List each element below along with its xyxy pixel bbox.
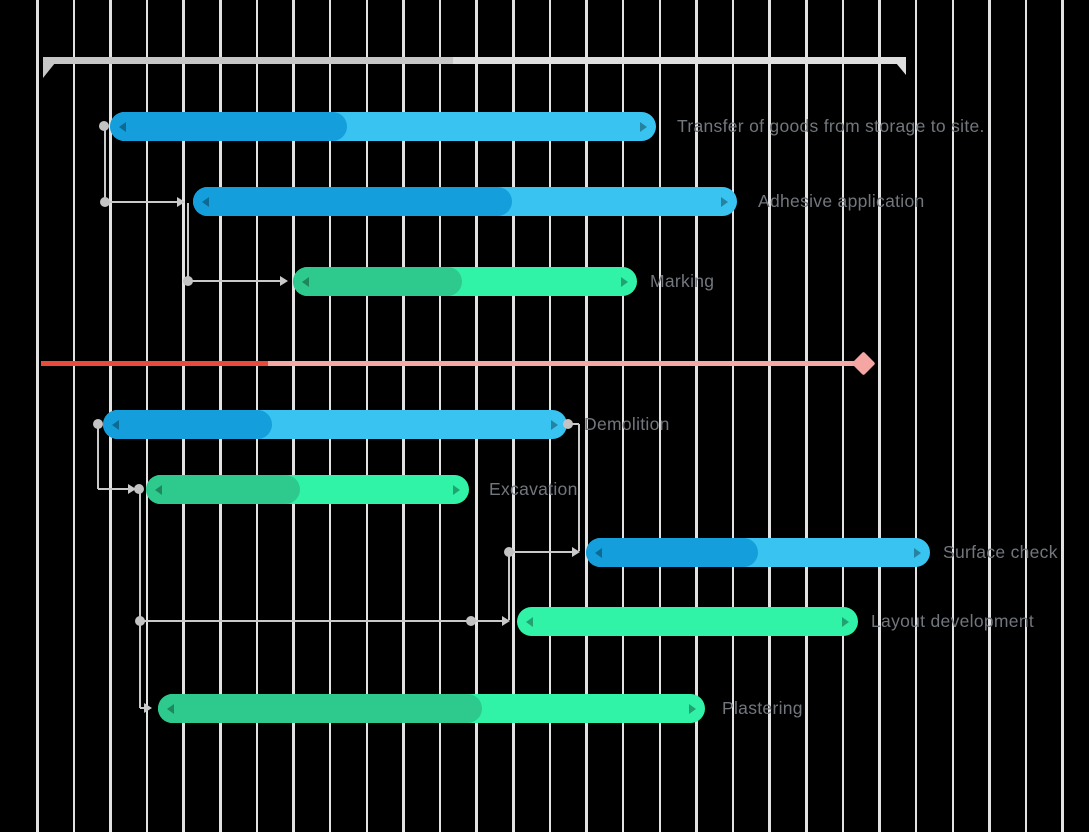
summary-end-bracket-icon [896, 63, 906, 75]
dependency-arrow-icon [502, 616, 510, 626]
task-bar[interactable] [158, 694, 705, 723]
task-progress [110, 112, 347, 141]
bar-resize-left-icon[interactable] [302, 277, 309, 287]
link-handle-dot[interactable] [563, 419, 573, 429]
dependency-arrow-icon [280, 276, 288, 286]
project-summary-progress [43, 57, 453, 64]
link-handle-dot[interactable] [466, 616, 476, 626]
dependency-arrow-icon [572, 547, 580, 557]
task-bar[interactable] [146, 475, 469, 504]
task-progress [586, 538, 758, 567]
link-handle-dot[interactable] [93, 419, 103, 429]
link-handle-dot[interactable] [504, 547, 514, 557]
bar-resize-right-icon[interactable] [842, 617, 849, 627]
task-bar[interactable] [110, 112, 656, 141]
calendar-gridline [695, 0, 698, 832]
calendar-gridline [72, 0, 76, 832]
calendar-gridline [805, 0, 808, 832]
bar-resize-right-icon[interactable] [621, 277, 628, 287]
dependency-link-line [139, 489, 141, 708]
link-handle-dot[interactable] [134, 484, 144, 494]
calendar-gridline [988, 0, 991, 832]
calendar-gridline [731, 0, 735, 832]
task-label: Adhesive application [758, 191, 925, 211]
task-progress [103, 410, 272, 439]
project-summary-bar[interactable] [43, 57, 906, 64]
dependency-link-line [578, 424, 580, 551]
bar-resize-left-icon[interactable] [526, 617, 533, 627]
calendar-gridline [768, 0, 771, 832]
task-label: Layout development [871, 611, 1035, 631]
dependency-link-line [98, 488, 134, 490]
calendar-gridline [951, 0, 954, 832]
dependency-link-line [188, 280, 286, 282]
task-label: Transfer of goods from storage to site. [677, 116, 985, 136]
calendar-gridline [621, 0, 625, 832]
task-label: Demolition [584, 414, 670, 434]
link-handle-dot[interactable] [99, 121, 109, 131]
bar-resize-right-icon[interactable] [689, 704, 696, 714]
task-progress [193, 187, 512, 216]
calendar-gridline [841, 0, 845, 832]
task-label: Marking [650, 271, 715, 291]
task-bar[interactable] [586, 538, 930, 567]
task-progress [146, 475, 300, 504]
dependency-arrow-icon [177, 197, 185, 207]
dependency-link-line [97, 424, 99, 489]
calendar-gridline [878, 0, 881, 832]
bar-resize-right-icon[interactable] [551, 420, 558, 430]
dependency-link-line [140, 620, 507, 622]
dependency-arrow-icon [144, 703, 152, 713]
calendar-gridline [914, 0, 918, 832]
calendar-gridline [1024, 0, 1028, 832]
link-handle-dot[interactable] [135, 616, 145, 626]
deadline-line-elapsed [41, 360, 268, 366]
task-progress [293, 267, 462, 296]
task-label: Plastering [722, 698, 803, 718]
bar-resize-left-icon[interactable] [155, 485, 162, 495]
task-progress [158, 694, 482, 723]
bar-resize-left-icon[interactable] [119, 122, 126, 132]
bar-resize-right-icon[interactable] [914, 548, 921, 558]
task-label: Surface check [943, 542, 1058, 562]
bar-resize-right-icon[interactable] [640, 122, 647, 132]
dependency-link-line [105, 201, 183, 203]
dependency-link-line [568, 423, 579, 425]
dependency-link-line [509, 551, 577, 553]
task-bar[interactable] [517, 607, 858, 636]
calendar-gridline [658, 0, 662, 832]
bar-resize-left-icon[interactable] [167, 704, 174, 714]
deadline-line-remaining [268, 360, 857, 366]
bar-resize-left-icon[interactable] [112, 420, 119, 430]
bar-resize-left-icon[interactable] [202, 197, 209, 207]
calendar-gridline [585, 0, 588, 832]
link-handle-dot[interactable] [100, 197, 110, 207]
bar-resize-right-icon[interactable] [453, 485, 460, 495]
dependency-link-line [508, 552, 510, 620]
task-bar[interactable] [293, 267, 637, 296]
calendar-gridline [1061, 0, 1064, 832]
link-handle-dot[interactable] [183, 276, 193, 286]
milestone-diamond-icon[interactable] [850, 350, 876, 376]
task-bar[interactable] [103, 410, 567, 439]
bar-resize-right-icon[interactable] [721, 197, 728, 207]
dependency-link-line [104, 126, 106, 202]
calendar-gridline [36, 0, 39, 832]
summary-start-bracket-icon [43, 63, 55, 78]
dependency-arrow-icon [128, 484, 136, 494]
task-bar[interactable] [193, 187, 737, 216]
dependency-link-line [187, 203, 189, 281]
bar-resize-left-icon[interactable] [595, 548, 602, 558]
task-label: Excavation [489, 479, 578, 499]
